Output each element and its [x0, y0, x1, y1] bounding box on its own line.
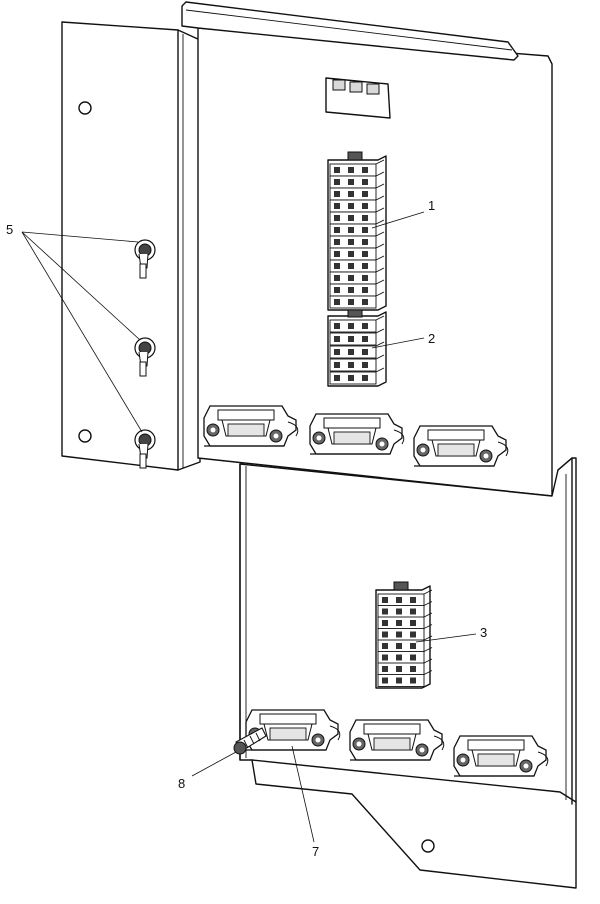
- mounting-hole-lower: [78, 429, 92, 443]
- terminal-strip-2: [327, 309, 387, 387]
- callout-3: 3: [480, 625, 487, 640]
- callout-7: 7: [312, 844, 319, 859]
- mounting-hole-lower-plate: [421, 839, 435, 853]
- clamp-upper-middle: [309, 413, 405, 455]
- leader-lines: [21, 211, 477, 843]
- callout-8: 8: [178, 776, 185, 791]
- top-connector: [325, 77, 391, 119]
- clamp-lower-right: [453, 735, 549, 777]
- terminal-strip-1: [327, 151, 387, 311]
- clamp-lower-middle: [349, 719, 445, 761]
- callout-1: 1: [428, 198, 435, 213]
- callout-2: 2: [428, 331, 435, 346]
- ground-screw: [233, 727, 267, 755]
- terminal-strip-3: [375, 581, 433, 689]
- clamp-upper-right: [413, 425, 509, 467]
- callout-5: 5: [6, 222, 13, 237]
- side-plate: [61, 21, 201, 471]
- mounting-hole-upper: [78, 101, 92, 115]
- clamp-upper-left: [203, 405, 299, 447]
